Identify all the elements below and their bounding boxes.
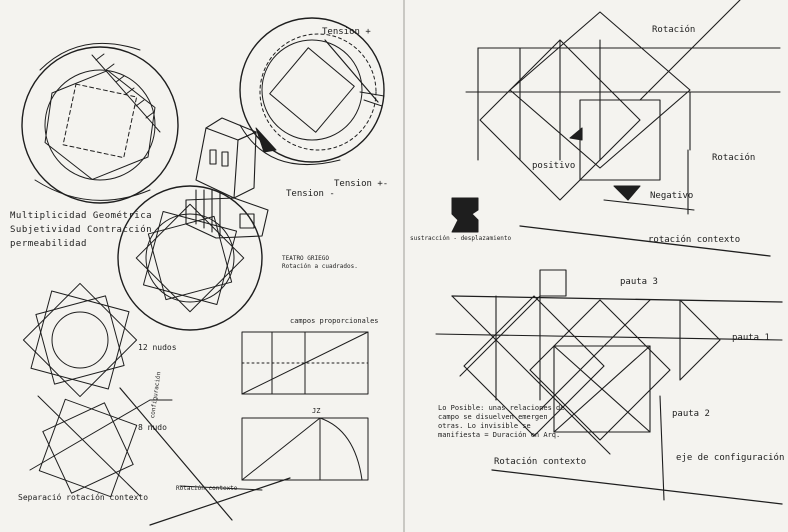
label-rotacion-right: Rotación [712, 154, 755, 163]
label-tension-minus: Tension - [286, 190, 335, 199]
label-campos-proporcionales: campos proporcionales [290, 318, 379, 325]
pautas-diagram [436, 270, 782, 500]
campos-proporcionales-box [242, 332, 368, 394]
label-pauta-3: pauta 3 [620, 278, 658, 287]
top-left-circle-study [22, 43, 178, 203]
jz-box [242, 418, 368, 480]
sustraccion-shape [452, 198, 478, 232]
label-separacion: Separació rotación contexto [18, 494, 148, 502]
house-sketch [186, 118, 268, 238]
label-multiplicidad: Multiplicidad Geométrica [10, 212, 152, 221]
label-tension-plus-top: Tension + [322, 28, 371, 37]
label-teatro-griego: TEATRO GRIEGO [282, 256, 329, 262]
label-12-nudos: 12 nudos [138, 344, 177, 352]
rotacion-top-diagram [466, 0, 780, 214]
label-pauta-2: pauta 2 [672, 410, 710, 419]
label-tension-plus-right: Tension +- [334, 180, 388, 189]
label-permeabilidad: permeabilidad [10, 240, 87, 249]
label-rotacion-top: Rotación [652, 26, 695, 35]
label-sustraccion: sustracción - desplazamiento [410, 236, 511, 242]
label-rotacion-contexto-2: Rotación contexto [494, 458, 586, 467]
label-jz: JZ [312, 408, 320, 415]
label-rotacion-contexto-1: rotación contexto [648, 236, 740, 245]
label-subjetividad: Subjetividad Contracción [10, 226, 152, 235]
label-negativo: Negativo [650, 192, 693, 201]
label-rotacion-cuadrados: Rotación a cuadrados. [282, 264, 358, 270]
teatro-circle-study [118, 186, 262, 330]
label-pauta-1: pauta 1 [732, 334, 770, 343]
label-positivo: positivo [532, 162, 575, 171]
tension-circle-study [240, 18, 384, 165]
label-rotacion-contexto-left: Rotación contexto [176, 486, 237, 492]
label-8-nudo: 8 nudo [138, 424, 167, 432]
label-lo-posible: Lo Posible: unas relaciones de campo se … [438, 404, 568, 440]
label-eje-configuracion: eje de configuración [676, 454, 784, 463]
context-line-2 [492, 470, 782, 504]
doce-nudos-diagram [23, 283, 136, 396]
